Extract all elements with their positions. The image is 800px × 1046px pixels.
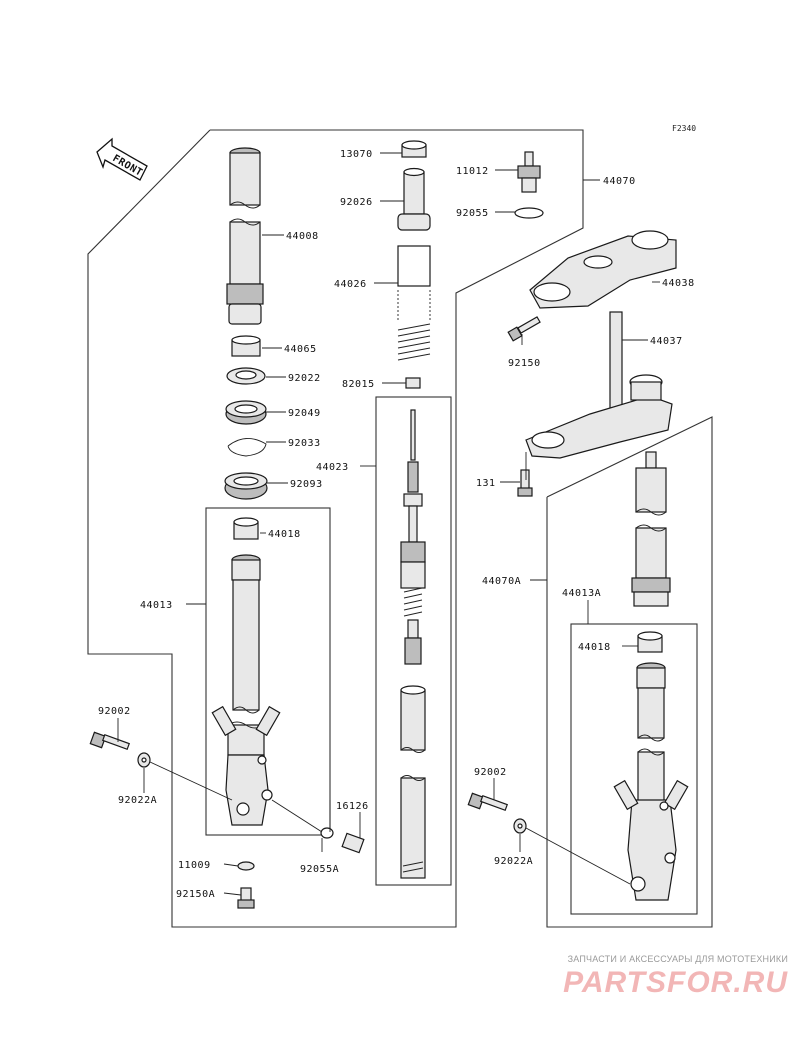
front-arrow-icon: FRONT (96, 137, 148, 181)
watermark-brand: PARTSFOR.RU (563, 966, 788, 999)
collar-13070 (401, 140, 427, 158)
upper-bracket-44038 (529, 230, 677, 309)
outer-tube-44008 (226, 147, 264, 325)
label-92002-right: 92002 (474, 767, 507, 778)
bushing-44018-right (637, 631, 663, 653)
label-92022A-right: 92022A (494, 856, 533, 867)
label-82015: 82015 (342, 379, 375, 390)
label-92022: 92022 (288, 373, 321, 384)
label-92022A: 92022A (118, 795, 157, 806)
part-labels: 13070 11012 44070 92026 92055 44008 4403… (98, 149, 695, 900)
label-44026: 44026 (334, 279, 367, 290)
group-frame-44070A (546, 416, 713, 928)
group-frame-44013A (570, 623, 698, 915)
valve-11012 (517, 151, 541, 193)
group-frame-44013 (205, 507, 331, 836)
outer-tube-44070A (631, 451, 671, 607)
label-44037: 44037 (650, 336, 683, 347)
label-92026: 92026 (340, 197, 373, 208)
label-44070A: 44070A (482, 576, 521, 587)
washer-92022A-right (513, 818, 527, 834)
bolt-92002 (89, 731, 131, 751)
bolt-131 (517, 469, 533, 497)
inner-tube-44013A (613, 662, 689, 901)
label-92033: 92033 (288, 438, 321, 449)
label-44023: 44023 (316, 462, 349, 473)
label-44018: 44018 (268, 529, 301, 540)
washer-92022 (226, 367, 266, 385)
label-11009: 11009 (178, 860, 211, 871)
stem-44037 (525, 311, 673, 459)
oil-seal-92049 (225, 400, 267, 425)
spacer-92026 (397, 167, 431, 231)
label-44013A: 44013A (562, 588, 601, 599)
oring-92055 (514, 207, 544, 219)
label-44070: 44070 (603, 176, 636, 187)
label-92093: 92093 (290, 479, 323, 490)
label-92055A: 92055A (300, 864, 339, 875)
label-92002: 92002 (98, 706, 131, 717)
watermark-tagline: ЗАПЧАСТИ И АКСЕССУАРЫ ДЛЯ МОТОТЕХНИКИ (567, 954, 788, 964)
label-11012: 11012 (456, 166, 489, 177)
bolt-92150 (507, 316, 541, 342)
bushing-44065 (231, 335, 261, 357)
label-92150: 92150 (508, 358, 541, 369)
group-frame-44023 (375, 396, 452, 886)
bolt-92002-right (467, 792, 509, 812)
label-44018-right: 44018 (578, 642, 611, 653)
dust-seal-92093 (224, 472, 268, 500)
spring-44026 (397, 245, 431, 361)
label-44038: 44038 (662, 278, 695, 289)
label-131: 131 (476, 478, 496, 489)
inner-tube-44013 (211, 554, 281, 826)
label-44065: 44065 (284, 344, 317, 355)
washer-92022A (137, 752, 151, 768)
label-92150A: 92150A (176, 889, 215, 900)
part-16126 (341, 832, 365, 854)
label-92049: 92049 (288, 408, 321, 419)
group-frame-main (87, 129, 584, 928)
label-13070: 13070 (340, 149, 373, 160)
bushing-44018 (233, 517, 259, 540)
label-44008: 44008 (286, 231, 319, 242)
leader-lines (117, 152, 660, 896)
label-16126: 16126 (336, 801, 369, 812)
figure-code: F2340 (672, 124, 696, 133)
circlip-92033 (227, 438, 267, 457)
oring-92055A (320, 827, 334, 839)
label-44013: 44013 (140, 600, 173, 611)
label-92055: 92055 (456, 208, 489, 219)
gasket-11009 (237, 861, 255, 871)
nut-82015 (405, 377, 421, 389)
damper-rod-44023 (400, 409, 426, 879)
bolt-92150A (237, 887, 255, 909)
